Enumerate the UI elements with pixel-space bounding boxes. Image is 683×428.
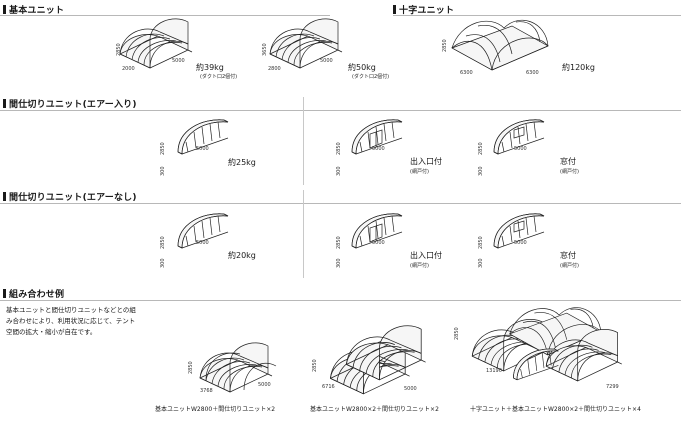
dim-width: 6716 xyxy=(322,384,335,390)
dim-height: 2850 xyxy=(160,142,166,155)
dim-height: 2850 xyxy=(336,142,342,155)
dim-depth: 300 xyxy=(160,166,166,176)
dim-width: 6300 xyxy=(460,70,473,76)
section-title-cross: 十字ユニット xyxy=(393,3,454,16)
partition-noair-window-unit xyxy=(488,206,548,262)
section-title-text: 間仕切りユニット(エアー入り) xyxy=(9,100,137,110)
dim-length: 5000 xyxy=(196,146,209,152)
partition-air-door-unit xyxy=(346,112,406,168)
combo-caption: 十字ユニット＋基本ユニットW2800×2＋間仕切りユニット×4 xyxy=(470,406,641,413)
dim-height: 2850 xyxy=(454,327,460,340)
dim-height: 2850 xyxy=(188,361,194,374)
dim-width: 3768 xyxy=(200,388,213,394)
partition-noair-door-unit xyxy=(346,206,406,262)
door-note: (網戸付) xyxy=(410,263,429,269)
basic-unit-drawing xyxy=(119,18,193,69)
partition-drawing xyxy=(177,213,229,249)
partition-door-drawing xyxy=(351,119,403,155)
dim-height: 2850 xyxy=(478,142,484,155)
dim-height: 3650 xyxy=(262,43,268,56)
section-title-text: 間仕切りユニット(エアーなし) xyxy=(9,193,137,203)
partition-noair-weight: 約20kg xyxy=(228,251,256,260)
section-rule xyxy=(0,203,681,204)
section-marker xyxy=(3,192,6,201)
combo-caption: 基本ユニットW2800×2＋間仕切りユニット×2 xyxy=(310,406,439,413)
dim-height: 2850 xyxy=(442,39,448,52)
door-note: (網戸付) xyxy=(410,169,429,175)
section-title-text: 組み合わせ例 xyxy=(9,290,65,300)
dim-height: 2850 xyxy=(312,359,318,372)
combo-example-3 xyxy=(468,292,628,406)
partition-air-window-unit xyxy=(488,112,548,168)
section-rule xyxy=(393,15,681,16)
section-divider xyxy=(303,97,304,185)
basic-weight: 約39kg xyxy=(196,63,224,72)
section-title-combo: 組み合わせ例 xyxy=(3,287,64,300)
combo-caption: 基本ユニットW2800＋間仕切りユニット×2 xyxy=(155,406,276,413)
partition-air-weight: 約25kg xyxy=(228,158,256,167)
dim-depth: 300 xyxy=(478,166,484,176)
window-label: 窓付 xyxy=(560,251,576,260)
dim-length: 5000 xyxy=(372,146,385,152)
section-rule xyxy=(0,110,681,111)
partition-noair-unit xyxy=(172,206,232,262)
combo-drawing xyxy=(471,307,623,382)
dim-length: 5000 xyxy=(404,386,417,392)
section-title-basic: 基本ユニット xyxy=(3,3,64,16)
dim-depth: 300 xyxy=(336,166,342,176)
dim-length: 5000 xyxy=(514,146,527,152)
dim-depth: 300 xyxy=(336,258,342,268)
dim-length: 5000 xyxy=(196,240,209,246)
combo-drawing xyxy=(199,342,277,393)
dim-depth: 300 xyxy=(478,258,484,268)
section-title-text: 基本ユニット xyxy=(9,6,65,16)
section-marker xyxy=(3,289,6,298)
partition-window-drawing xyxy=(493,213,545,249)
dim-width: 2000 xyxy=(122,66,135,72)
dim-width: 2800 xyxy=(268,66,281,72)
partition-window-drawing xyxy=(493,119,545,155)
dim-height: 2850 xyxy=(478,236,484,249)
section-title-text: 十字ユニット xyxy=(399,6,455,16)
dim-length: 5000 xyxy=(372,240,385,246)
section-title-partition-air: 間仕切りユニット(エアー入り) xyxy=(3,97,137,110)
partition-air-unit xyxy=(172,112,232,168)
section-marker xyxy=(3,99,6,108)
dim-height: 2850 xyxy=(116,43,122,56)
section-marker xyxy=(393,5,396,14)
door-label: 出入口付 xyxy=(410,251,442,260)
window-note: (網戸付) xyxy=(560,263,579,269)
window-label: 窓付 xyxy=(560,157,576,166)
dim-depth: 300 xyxy=(160,258,166,268)
basic-weight: 約50kg xyxy=(348,63,376,72)
section-rule xyxy=(0,15,330,16)
cross-weight: 約120kg xyxy=(562,63,595,72)
dim-height: 2850 xyxy=(160,236,166,249)
door-label: 出入口付 xyxy=(410,157,442,166)
dim-length: 6300 xyxy=(526,70,539,76)
window-note: (網戸付) xyxy=(560,169,579,175)
basic-note: (ダクト口2個付) xyxy=(352,74,390,80)
partition-door-drawing xyxy=(351,213,403,249)
combo-example-1 xyxy=(196,328,280,404)
dim-length: 5000 xyxy=(320,58,333,64)
dim-width: 13190 xyxy=(486,368,502,374)
partition-drawing xyxy=(177,119,229,155)
section-title-partition-noair: 間仕切りユニット(エアーなし) xyxy=(3,190,137,203)
section-marker xyxy=(3,5,6,14)
section-divider xyxy=(303,190,304,278)
dim-length: 7299 xyxy=(606,384,619,390)
dim-height: 2850 xyxy=(336,236,342,249)
dim-length: 5000 xyxy=(514,240,527,246)
basic-unit-drawing xyxy=(269,18,343,69)
section-rule xyxy=(0,300,681,301)
dim-length: 5000 xyxy=(258,382,271,388)
combo-description: 基本ユニットと間仕切りユニットなどとの組み合わせにより、利用状況に応じて、テント… xyxy=(6,306,136,336)
dim-length: 5000 xyxy=(172,58,185,64)
basic-note: (ダクト口2個付) xyxy=(200,74,238,80)
